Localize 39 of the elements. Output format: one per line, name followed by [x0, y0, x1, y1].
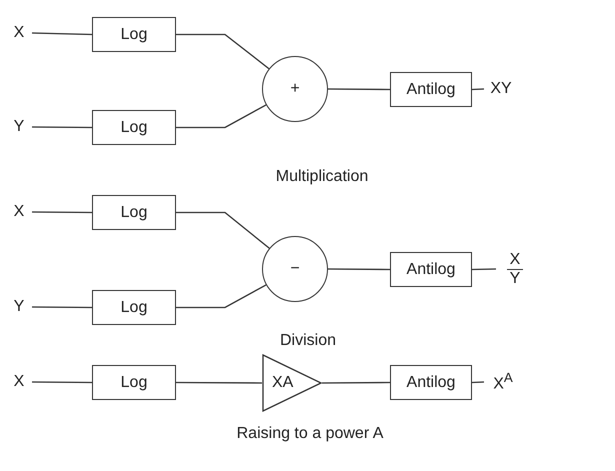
caption-label: Multiplication [276, 168, 368, 186]
summing-circle: + [262, 56, 328, 122]
caption-label: Raising to a power A [236, 425, 384, 443]
connector-line [328, 88, 390, 90]
signal-label: XY [486, 77, 516, 101]
process-box: Log [92, 17, 176, 52]
connector-line [328, 268, 390, 270]
signal-label: X [8, 370, 30, 394]
signal-label: X$^{A}$ [486, 368, 520, 396]
connector-line [32, 211, 92, 214]
connector-line [176, 382, 262, 384]
connector-line [472, 268, 496, 270]
process-box: Antilog [390, 72, 472, 107]
signal-label: Y [8, 295, 30, 319]
process-box: Log [92, 290, 176, 325]
process-box: Log [92, 195, 176, 230]
process-box: Log [92, 365, 176, 400]
connector-line [32, 126, 92, 128]
summing-circle: − [262, 236, 328, 302]
connector-line [472, 88, 484, 90]
connector-line [472, 381, 484, 384]
connector-line [176, 212, 270, 249]
process-box: Antilog [390, 365, 472, 400]
connector-line [32, 381, 92, 384]
process-box: Log [92, 110, 176, 145]
connector-line [32, 306, 92, 308]
connector-line [176, 284, 266, 308]
connector-line [176, 104, 266, 128]
gain-label: XA [272, 374, 294, 392]
signal-label: X [8, 200, 30, 224]
process-box: Antilog [390, 252, 472, 287]
denominator: Y [510, 270, 520, 288]
connector-line [32, 32, 92, 36]
numerator: X [506, 250, 524, 270]
caption-label: Division [280, 332, 336, 350]
connector-line [176, 34, 270, 70]
signal-label: X [8, 21, 30, 45]
signal-label: Y [8, 115, 30, 139]
connector-line [322, 382, 390, 384]
